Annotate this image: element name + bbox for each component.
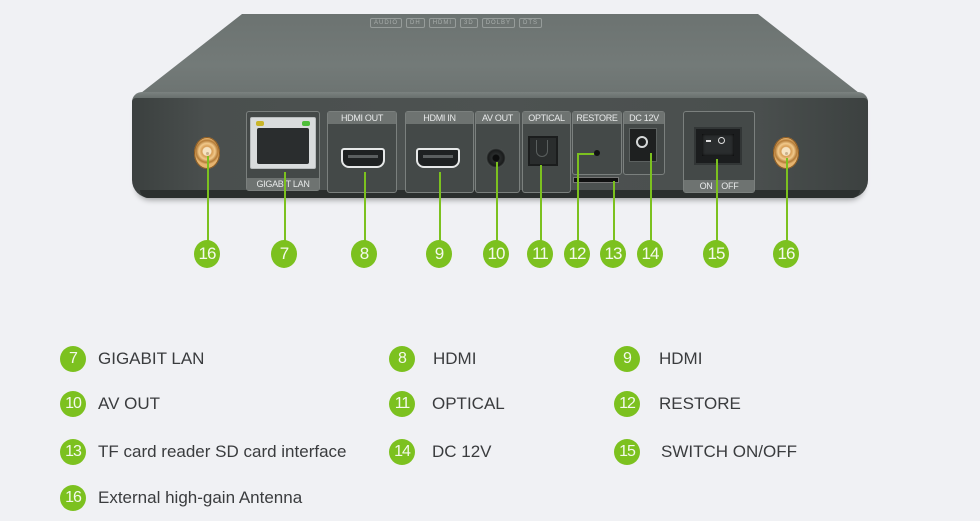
av-out-jack-icon: [486, 148, 506, 168]
callout-lan: 7: [271, 240, 297, 268]
dc-power-jack-icon: [629, 128, 657, 162]
callout-antenna-left: 16: [194, 240, 220, 268]
legend-number-badge: 7: [60, 346, 86, 372]
legend-number-badge: 14: [389, 439, 415, 465]
panel-restore: RESTORE: [572, 111, 622, 175]
device-top-surface: [132, 14, 868, 100]
logo-badge: DH: [406, 18, 425, 28]
panel-label: ON OFF: [684, 180, 754, 192]
legend-item: 11 OPTICAL: [389, 391, 505, 417]
legend-number-badge: 12: [614, 391, 640, 417]
callout-hdmi-out: 8: [351, 240, 377, 268]
lan-led-green: [302, 121, 310, 126]
panel-label: GIGABIT LAN: [247, 178, 319, 190]
tv-box-rear-view: AUDIO DH HDMI 3D DOLBY DTS GIGABIT LAN H…: [0, 0, 980, 215]
leader-line: [650, 153, 652, 242]
legend-number-badge: 15: [614, 439, 640, 465]
legend-number-badge: 16: [60, 485, 86, 511]
restore-button-hole[interactable]: [594, 150, 600, 156]
legend-label: External high-gain Antenna: [98, 488, 303, 507]
legend-label: SWITCH ON/OFF: [661, 442, 797, 461]
leader-line: [577, 153, 579, 242]
legend-label: HDMI: [659, 349, 703, 368]
callout-optical: 11: [527, 240, 553, 268]
legend-item: 13 TF card reader SD card interface: [60, 439, 346, 465]
legend-number-badge: 9: [614, 346, 640, 372]
on-mark-icon: [706, 140, 711, 142]
leader-line: [716, 159, 718, 242]
legend-item: 16 External high-gain Antenna: [60, 485, 302, 511]
rocker: [702, 134, 734, 156]
leader-line: [613, 181, 615, 242]
legend-item: 8 HDMI: [389, 346, 476, 372]
ethernet-port-icon: [250, 117, 316, 169]
leader-line: [207, 156, 209, 242]
logo-badge: AUDIO: [370, 18, 403, 28]
legend-number-badge: 8: [389, 346, 415, 372]
logo-badge: 3D: [460, 18, 478, 28]
callout-hdmi-in: 9: [426, 240, 452, 268]
sd-card-slot: [573, 177, 619, 183]
panel-label: HDMI OUT: [328, 112, 396, 124]
optical-port-icon: [528, 136, 558, 166]
ethernet-socket: [257, 128, 309, 164]
leader-line: [284, 172, 286, 242]
legend-label: TF card reader SD card interface: [98, 442, 347, 461]
legend-number-badge: 13: [60, 439, 86, 465]
legend-item: 14 DC 12V: [389, 439, 492, 465]
legend-item: 7 GIGABIT LAN: [60, 346, 204, 372]
panel-label: OPTICAL: [523, 112, 570, 124]
callout-restore: 12: [564, 240, 590, 268]
logo-badge: DOLBY: [481, 18, 516, 28]
panel-label: RESTORE: [573, 112, 621, 124]
legend-label: HDMI: [433, 349, 477, 368]
legend-number-badge: 10: [60, 391, 86, 417]
leader-line: [364, 172, 366, 242]
leader-line: [577, 153, 594, 155]
leader-line: [540, 165, 542, 242]
panel-label: AV OUT: [476, 112, 519, 124]
legend-label: OPTICAL: [432, 394, 505, 413]
callout-sd-card: 13: [600, 240, 626, 268]
leader-line: [496, 162, 498, 242]
legend-item: 12 RESTORE: [614, 391, 741, 417]
panel-label: HDMI IN: [406, 112, 473, 124]
lan-led-yellow: [256, 121, 264, 126]
callout-switch: 15: [703, 240, 729, 268]
legend-label: GIGABIT LAN: [98, 349, 205, 368]
leader-line: [786, 158, 788, 242]
logo-strip: AUDIO DH HDMI 3D DOLBY DTS: [370, 18, 543, 28]
device-top-edge: [132, 92, 868, 102]
legend-label: DC 12V: [432, 442, 492, 461]
hdmi-in-port-icon: [416, 148, 460, 168]
callout-antenna-right: 16: [773, 240, 799, 268]
legend-label: AV OUT: [98, 394, 161, 413]
callout-dc: 14: [637, 240, 663, 268]
device-bottom-edge: [140, 190, 860, 198]
legend-label: RESTORE: [659, 394, 741, 413]
legend-item: 15 SWITCH ON/OFF: [614, 439, 797, 465]
callout-av-out: 10: [483, 240, 509, 268]
hdmi-out-port-icon: [341, 148, 385, 168]
legend-number-badge: 11: [389, 391, 415, 417]
legend-item: 10 AV OUT: [60, 391, 160, 417]
legend-item: 9 HDMI: [614, 346, 702, 372]
logo-badge: HDMI: [428, 18, 457, 28]
logo-badge: DTS: [519, 18, 543, 28]
power-rocker-switch[interactable]: [694, 127, 742, 165]
off-mark-icon: [718, 137, 725, 144]
panel-dc-12v: DC 12V: [623, 111, 665, 175]
leader-line: [439, 172, 441, 242]
panel-label: DC 12V: [624, 112, 664, 124]
